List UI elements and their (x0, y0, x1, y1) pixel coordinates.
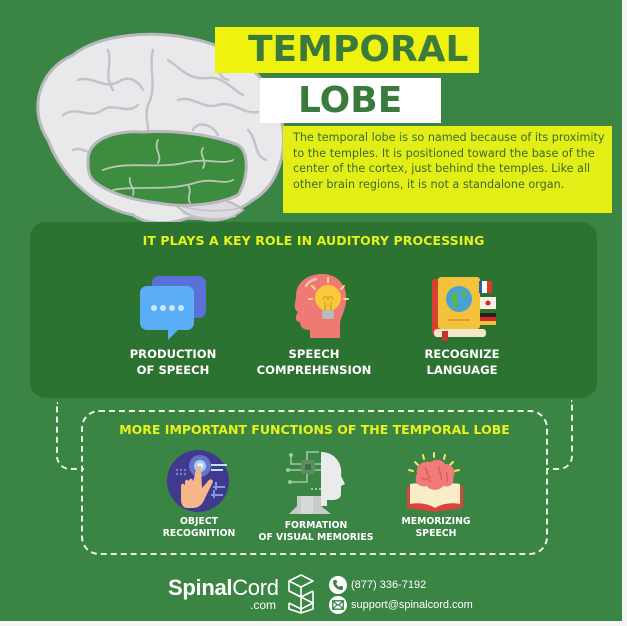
panel-title: MORE IMPORTANT FUNCTIONS OF THE TEMPORAL… (119, 422, 510, 437)
finger-touch-icon (167, 450, 229, 512)
description-box: The temporal lobe is so named because of… (283, 126, 612, 213)
brand-name-bold: Spinal (168, 575, 233, 600)
page-subtitle: LOBE (298, 80, 403, 121)
feature-speech-comprehension: SPEECH COMPREHENSION (256, 347, 372, 377)
auditory-processing-panel: IT PLAYS A KEY ROLE IN AUDITORY PROCESSI… (30, 222, 597, 398)
brand-name-regular: Cord (232, 575, 279, 600)
dashed-connector-right (546, 400, 573, 470)
language-book-flags-icon (432, 277, 496, 341)
email-address: support@spinalcord.com (351, 599, 473, 611)
phone-number: (877) 336-7192 (351, 579, 427, 591)
dashed-connector-left (56, 402, 84, 470)
title-banner (215, 27, 479, 73)
subtitle-banner (260, 78, 441, 123)
feature-memorizing-speech: MEMORIZING SPEECH (401, 516, 471, 539)
feature-formation-visual-memories: FORMATION OF VISUAL MEMORIES (258, 520, 374, 543)
brand-domain: .com (250, 598, 277, 612)
feature-recognize-language: RECOGNIZE LANGUAGE (424, 347, 500, 377)
brain-illustration-icon (36, 32, 285, 225)
brain-book-icon (407, 452, 463, 512)
description-text: The temporal lobe is so named because of… (293, 131, 605, 191)
feature-object-recognition: OBJECT RECOGNITION (162, 516, 236, 539)
email-contact[interactable]: support@spinalcord.com (329, 596, 473, 614)
page-title: TEMPORAL (248, 29, 469, 70)
circuit-head-icon (286, 451, 345, 514)
more-functions-panel: MORE IMPORTANT FUNCTIONS OF THE TEMPORAL… (81, 410, 548, 555)
panel-title: IT PLAYS A KEY ROLE IN AUDITORY PROCESSI… (142, 233, 485, 248)
spinalcord-logo-icon (288, 574, 314, 614)
brand-logo[interactable]: SpinalCord (168, 575, 279, 601)
phone-icon (329, 576, 347, 594)
phone-contact[interactable]: (877) 336-7192 (329, 576, 426, 594)
feature-production-of-speech: PRODUCTION OF SPEECH (129, 347, 217, 377)
head-lightbulb-icon (294, 274, 349, 338)
speech-bubbles-icon (140, 276, 206, 340)
envelope-icon (329, 596, 347, 614)
